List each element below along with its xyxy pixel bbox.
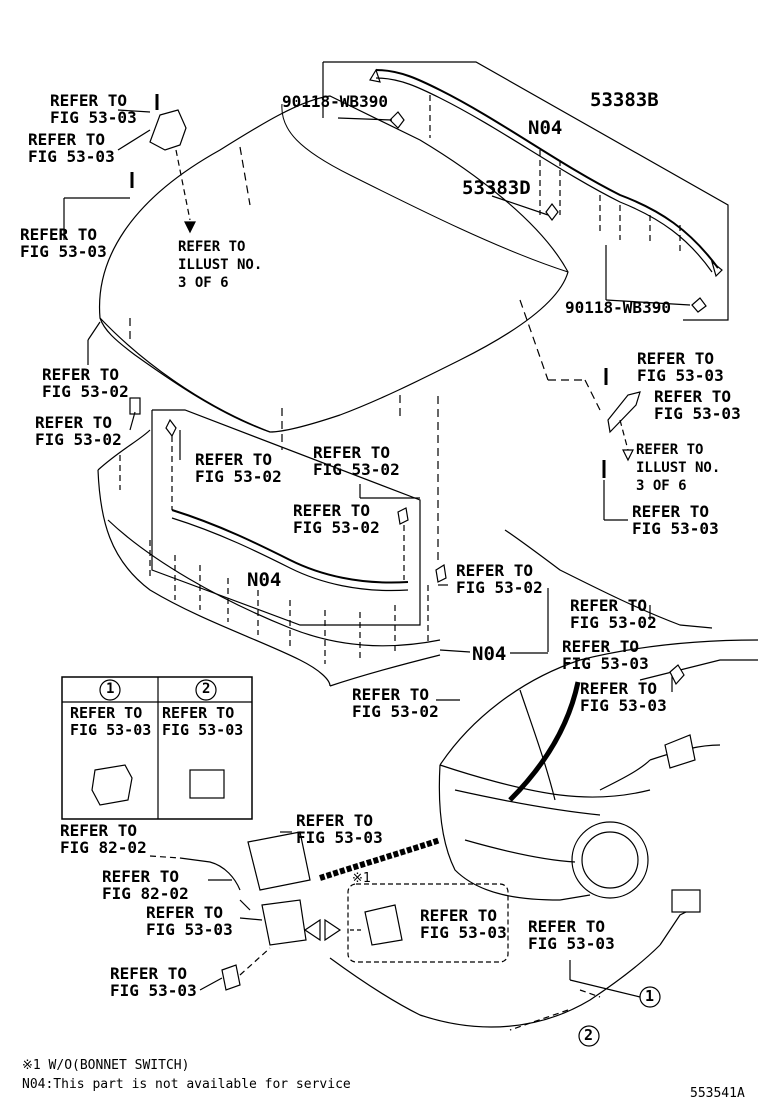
switch-marker: ※1 bbox=[352, 871, 371, 886]
hood-hinge-right bbox=[602, 368, 641, 521]
hood-location-arrow bbox=[508, 681, 581, 802]
callout-2: 2 bbox=[584, 1026, 594, 1044]
hood-hinge-left bbox=[63, 94, 196, 240]
figure-id: 553541A bbox=[690, 1086, 745, 1101]
clip-reference-table bbox=[61, 676, 253, 820]
clip-90118-top-label: 90118-WB390 bbox=[282, 92, 388, 111]
n04-label-inner-seal: N04 bbox=[247, 569, 282, 591]
release-cable bbox=[329, 529, 713, 1031]
hood-lock-area bbox=[149, 831, 509, 991]
callout-1: 1 bbox=[645, 987, 655, 1005]
clip-90118-right-label: 90118-WB390 bbox=[565, 298, 671, 317]
callout-2-circle bbox=[578, 1025, 600, 1047]
inner-seal-inset bbox=[151, 409, 447, 626]
table-col1-marker: 1 bbox=[106, 681, 115, 697]
footnote-bonnet-switch: ※1 W/O(BONNET SWITCH) bbox=[22, 1058, 190, 1073]
part-53383d-label: 53383D bbox=[462, 177, 531, 199]
n04-label-top: N04 bbox=[528, 117, 563, 139]
front-panel-outline bbox=[97, 397, 471, 687]
n04-label-front: N04 bbox=[472, 643, 507, 665]
hood-panel bbox=[98, 95, 601, 560]
vehicle-front-outline bbox=[438, 639, 759, 901]
leader-lines bbox=[87, 109, 651, 911]
table-col2-marker: 2 bbox=[202, 681, 211, 697]
footnote-n04: N04:This part is not available for servi… bbox=[22, 1077, 351, 1092]
callout-1-circle bbox=[639, 986, 661, 1008]
part-53383b-label: 53383B bbox=[590, 89, 659, 111]
latch-location-arrow bbox=[319, 837, 441, 881]
weatherstrip-53383b bbox=[322, 61, 729, 321]
